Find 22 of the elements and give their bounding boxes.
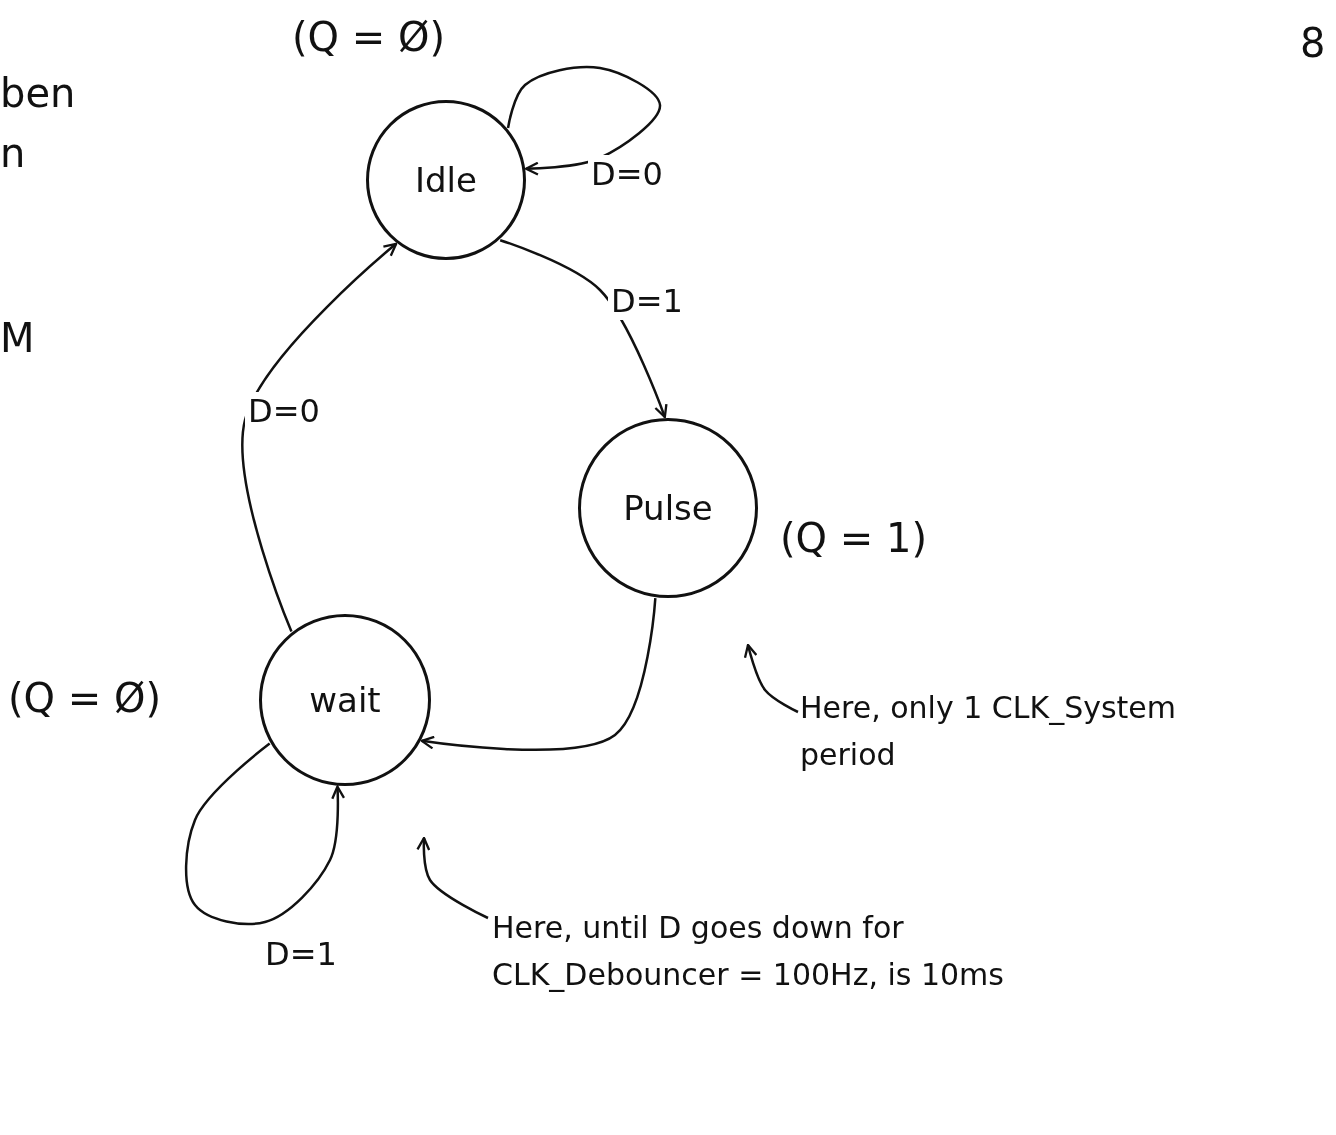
annotation-note: Here, only 1 CLK_System period xyxy=(800,685,1240,778)
annotation-note: Here, until D goes down for CLK_Debouncer = 100Hz, is 10ms xyxy=(492,905,1112,998)
margin-text: ben xyxy=(0,70,76,116)
state-name: Pulse xyxy=(623,488,713,528)
transition-arrow xyxy=(420,598,657,751)
state-name: Idle xyxy=(415,160,477,200)
output-label: (Q = 1) xyxy=(780,515,928,561)
output-label: (Q = Ø) xyxy=(8,675,162,721)
state-name: wait xyxy=(309,680,381,720)
self-loop-arrow xyxy=(184,742,346,926)
margin-text: M xyxy=(0,315,35,361)
leader-arrow xyxy=(416,836,489,920)
state-circle xyxy=(578,418,758,598)
output-label: (Q = Ø) xyxy=(292,14,446,60)
transition-arrow xyxy=(499,239,668,419)
leader-arrow xyxy=(743,643,799,714)
margin-text: 8 xyxy=(1300,20,1326,66)
self-loop-arrow xyxy=(506,65,662,176)
state-circle xyxy=(259,614,431,786)
state-circle xyxy=(366,100,526,260)
transition-arrow xyxy=(241,242,398,632)
margin-text: n xyxy=(0,130,26,176)
